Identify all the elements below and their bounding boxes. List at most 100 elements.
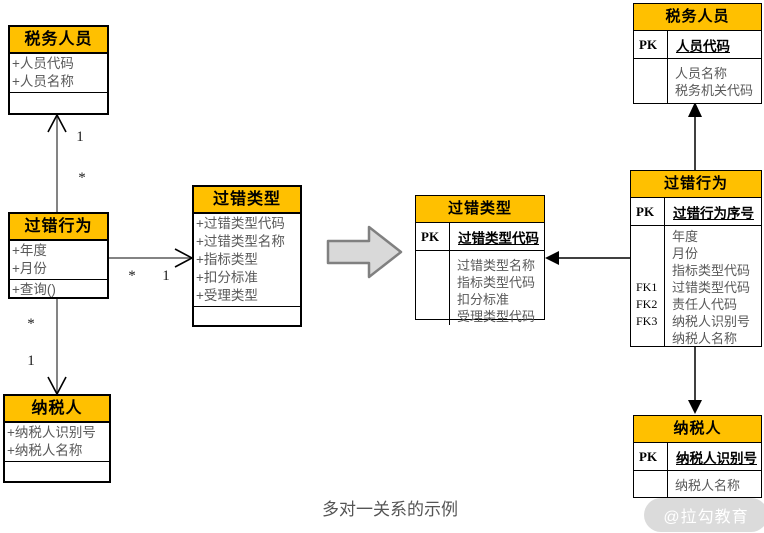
er-key-cell	[631, 228, 664, 245]
er-row: FK1 过错类型代码	[631, 279, 761, 296]
uml-methods-empty	[194, 307, 300, 325]
er-table-title: 纳税人	[634, 416, 761, 443]
er-table-taxpayer: 纳税人 PK 纳税人识别号 纳税人名称	[633, 415, 762, 498]
multiplicity-label: *	[128, 268, 136, 284]
er-column-divider	[664, 226, 665, 347]
uml-attribute: +扣分标准	[196, 270, 258, 285]
er-field-cell: 扣分标准	[457, 292, 510, 307]
er-field-cell: 人员名称	[675, 66, 728, 81]
er-row: 过错类型名称	[416, 257, 544, 274]
er-row: 税务机关代码	[634, 82, 761, 99]
er-pk-field: 纳税人识别号	[676, 450, 757, 466]
er-key-cell	[631, 330, 664, 347]
er-key-cell: FK3	[636, 314, 658, 328]
uml-class-title: 税务人员	[10, 27, 107, 54]
er-pk-row: PK 人员代码	[634, 31, 761, 59]
multiplicity-label: *	[78, 170, 86, 186]
uml-attribute: +过错类型代码	[196, 216, 285, 231]
er-key-cell	[416, 308, 449, 325]
uml-methods-empty	[10, 93, 107, 113]
er-row: 纳税人名称	[634, 477, 761, 494]
er-body: 过错类型名称 指标类型代码 扣分标准 受理类型代码	[416, 251, 544, 325]
er-field-cell: 月份	[672, 246, 699, 261]
er-key-cell	[416, 257, 449, 274]
er-body: 年度 月份 指标类型代码 FK1 过错类型代码 FK2 责任人代码 FK3 纳税…	[631, 226, 761, 347]
er-field-cell: 纳税人识别号	[672, 314, 751, 329]
uml-attribute: +受理类型	[196, 288, 258, 303]
multiplicity-label: *	[27, 316, 35, 332]
er-row: FK2 责任人代码	[631, 296, 761, 313]
uml-attributes: +纳税人识别号 +纳税人名称	[5, 423, 109, 462]
uml-attribute: +过错类型名称	[196, 234, 285, 249]
uml-open-arrowhead-up-icon	[47, 113, 67, 133]
er-pk-row: PK 过错类型代码	[416, 223, 544, 251]
er-body: 人员名称 税务机关代码	[634, 59, 761, 103]
er-row: 月份	[631, 245, 761, 262]
er-solid-arrowhead-up-icon	[688, 102, 702, 117]
er-field-cell: 过错类型代码	[672, 280, 751, 295]
er-key-cell	[631, 245, 664, 262]
er-row: 指标类型代码	[416, 274, 544, 291]
er-table-title: 过错行为	[631, 171, 761, 198]
er-table-title: 税务人员	[634, 4, 761, 31]
er-key-cell	[416, 291, 449, 308]
er-row: 纳税人名称	[631, 330, 761, 347]
er-field-cell: 过错类型名称	[457, 258, 536, 273]
uml-attributes: +过错类型代码 +过错类型名称 +指标类型 +扣分标准 +受理类型	[194, 214, 300, 307]
multiplicity-label: 1	[162, 268, 170, 284]
uml-attribute: +月份	[12, 261, 47, 276]
uml-attributes: +年度 +月份	[10, 241, 107, 280]
uml-attribute: +纳税人名称	[7, 443, 83, 458]
er-field-cell: 税务机关代码	[675, 83, 754, 98]
er-key-cell	[634, 82, 667, 99]
uml-attribute: +年度	[12, 243, 47, 258]
multiplicity-label: 1	[76, 129, 84, 145]
er-pk-field: 过错行为序号	[673, 205, 754, 221]
er-row: 受理类型代码	[416, 308, 544, 325]
er-solid-arrowhead-down-icon	[688, 400, 702, 414]
er-key-cell	[631, 262, 664, 279]
er-column-divider	[449, 251, 450, 325]
er-key-cell: FK2	[636, 297, 658, 311]
uml-class-error-type: 过错类型 +过错类型代码 +过错类型名称 +指标类型 +扣分标准 +受理类型	[192, 185, 302, 327]
er-table-tax-officer: 税务人员 PK 人员代码 人员名称 税务机关代码	[633, 3, 762, 104]
uml-class-title: 纳税人	[5, 396, 109, 423]
er-pk-field: 过错类型代码	[458, 230, 539, 246]
uml-methods-empty	[5, 462, 109, 481]
er-table-title: 过错类型	[416, 196, 544, 223]
diagram-caption: 多对一关系的示例	[322, 500, 458, 519]
er-field-cell: 指标类型代码	[672, 263, 751, 278]
er-field-cell: 受理类型代码	[457, 309, 536, 324]
er-body: 纳税人名称	[634, 471, 761, 497]
uml-open-arrowhead-down-icon	[47, 376, 67, 396]
er-key-cell	[416, 274, 449, 291]
watermark-badge: @拉勾教育	[644, 498, 764, 532]
er-table-error-behavior: 过错行为 PK 过错行为序号 年度 月份 指标类型代码 FK1 过错类型代码	[630, 170, 762, 347]
er-key-cell	[634, 477, 667, 494]
er-pk-field: 人员代码	[676, 38, 730, 54]
uml-attribute: +纳税人识别号	[7, 425, 96, 440]
er-row: 人员名称	[634, 65, 761, 82]
er-key-cell: FK1	[636, 280, 658, 294]
multiplicity-label: 1	[27, 353, 35, 369]
uml-methods: +查询()	[10, 280, 107, 300]
uml-attribute: +人员代码	[12, 56, 74, 71]
uml-attribute: +人员名称	[12, 74, 74, 89]
watermark-text: @拉勾教育	[663, 509, 749, 526]
er-field-cell: 纳税人名称	[672, 331, 738, 346]
uml-class-error-behavior: 过错行为 +年度 +月份 +查询()	[8, 212, 109, 299]
uml-class-taxpayer: 纳税人 +纳税人识别号 +纳税人名称	[3, 394, 111, 483]
uml-method: +查询()	[12, 282, 56, 297]
er-row: 指标类型代码	[631, 262, 761, 279]
er-field-cell: 纳税人名称	[675, 478, 741, 493]
er-table-error-type: 过错类型 PK 过错类型代码 过错类型名称 指标类型代码 扣分标准 受理类型代码	[415, 195, 545, 325]
er-pk-row: PK 纳税人识别号	[634, 443, 761, 471]
er-pk-label: PK	[416, 223, 450, 250]
big-right-arrow-icon	[326, 225, 403, 279]
er-column-divider	[667, 59, 668, 103]
er-pk-label: PK	[634, 31, 668, 58]
uml-attributes: +人员代码 +人员名称	[10, 54, 107, 93]
er-pk-label: PK	[631, 198, 665, 225]
er-solid-arrowhead-left-icon	[545, 251, 559, 265]
er-pk-label: PK	[634, 443, 668, 470]
